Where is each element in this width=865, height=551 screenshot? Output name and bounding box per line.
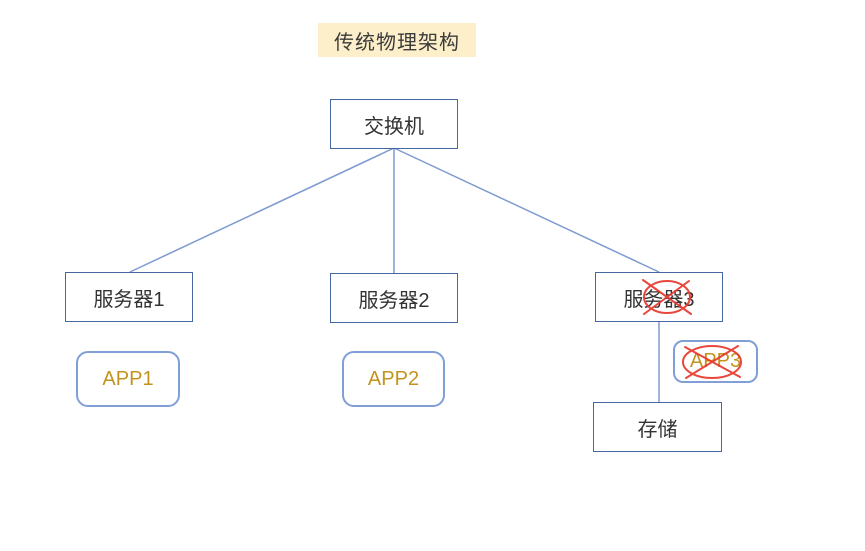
node-app1-label: APP1 — [102, 367, 154, 390]
node-app2[interactable]: APP2 — [342, 351, 445, 407]
node-app3-label: APP3 — [689, 350, 742, 372]
diagram-title: 传统物理架构 — [318, 23, 476, 57]
diagram-title-label: 传统物理架构 — [334, 31, 460, 54]
node-server2-label: 服务器2 — [358, 289, 430, 312]
node-server1-label: 服务器1 — [93, 288, 165, 311]
node-app1[interactable]: APP1 — [76, 351, 180, 407]
node-storage[interactable]: 存储 — [593, 402, 722, 452]
node-server3-label: 服务器3 — [623, 288, 695, 311]
node-switch-label: 交换机 — [364, 115, 424, 138]
connector-switch-server1 — [129, 147, 395, 273]
node-switch[interactable]: 交换机 — [330, 99, 458, 149]
node-server1[interactable]: 服务器1 — [65, 272, 193, 322]
node-app3[interactable]: APP3 — [673, 340, 758, 383]
connector-switch-server3 — [393, 147, 660, 273]
node-app2-label: APP2 — [367, 367, 420, 390]
node-server2[interactable]: 服务器2 — [330, 273, 458, 323]
node-server3[interactable]: 服务器3 — [595, 272, 723, 322]
node-storage-label: 存储 — [637, 418, 678, 441]
